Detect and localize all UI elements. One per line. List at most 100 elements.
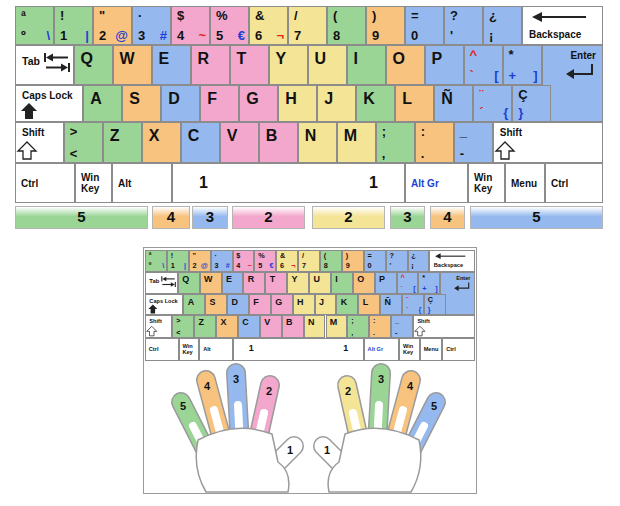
key-label: 3 (214, 262, 218, 269)
key-label: U (315, 50, 327, 68)
key-label: ( (333, 9, 337, 22)
key-label: Tab (149, 278, 159, 284)
keyboard-key: Alt Gr (364, 338, 399, 360)
key-label: Win Key (474, 172, 501, 194)
key-label: @ (115, 29, 128, 42)
key-label: ^ (400, 274, 404, 281)
key-label: 9 (372, 29, 379, 42)
key-label: % (216, 9, 228, 22)
keyboard-key: Ctrl (442, 338, 475, 360)
key-label: 1 (171, 262, 175, 269)
key-label: F (253, 298, 258, 308)
keyboard-key: F (200, 85, 239, 122)
key-label: H (297, 298, 303, 308)
keyboard-key: Menu (505, 163, 545, 203)
keyboard-key: W (200, 272, 222, 294)
key-label: \ (162, 262, 164, 269)
key-label: Alt (118, 178, 131, 189)
key-label: . (421, 147, 425, 160)
key-label: ) (346, 252, 348, 259)
keyboard-key: F (249, 294, 271, 315)
key-label: Shift (149, 318, 161, 324)
keyboard-key: M (337, 122, 376, 163)
key-label: ¡ (489, 29, 493, 42)
key-label: º (149, 262, 152, 269)
key-label: [ (494, 69, 498, 82)
keyboard-key: Y (269, 45, 308, 85)
callout-number: 4 (407, 380, 413, 392)
keyboard-key: ·3# (211, 250, 233, 272)
key-label: ª (21, 9, 26, 22)
keyboard-key: Y (287, 272, 309, 294)
callout-number: 5 (431, 400, 437, 412)
keyboard-key: :. (369, 315, 391, 338)
key-label: Tab (22, 56, 40, 68)
key-label: F (207, 90, 217, 108)
keyboard-key: !1| (167, 250, 189, 272)
key-label: G (275, 298, 282, 308)
key-label: 2 (193, 262, 197, 269)
keyboard-key: O (353, 272, 375, 294)
key-label: > (70, 125, 78, 138)
key-label: R (198, 50, 210, 68)
key-label: Ñ (441, 90, 453, 108)
keyboard-key: U (309, 272, 331, 294)
key-label: Ç (518, 88, 527, 101)
keyboard-key: B (259, 122, 298, 163)
key-label: . (373, 329, 375, 336)
key-label: M (344, 127, 357, 145)
key-label: ¨ (406, 296, 408, 303)
key-label: 0 (411, 29, 418, 42)
key-label: { (503, 106, 508, 119)
key-label: & (280, 252, 285, 259)
callout-anchor: 4 (204, 380, 210, 392)
key-label: L (402, 90, 412, 108)
callout-anchor: 5 (180, 400, 186, 412)
callout-number: 2 (345, 385, 351, 397)
key-label: ^ (470, 48, 478, 61)
keyboard-key: :. (415, 122, 454, 163)
keyboard-key: Ctrl (145, 338, 179, 360)
key-label: > (176, 317, 180, 324)
keyboard-key: !1| (54, 6, 93, 45)
callout-anchor: 1 (324, 444, 330, 456)
keyboard-key: $4~ (171, 6, 210, 45)
callout-anchor: 2 (345, 385, 351, 397)
callout-anchor: 3 (378, 373, 384, 385)
picture-frame (144, 248, 477, 494)
key-label: 5 (258, 262, 262, 269)
key-label: Z (110, 127, 120, 145)
key-label: S (210, 298, 216, 308)
key-label: } (518, 106, 523, 119)
callout-anchor: 2 (266, 385, 272, 397)
keyboard-key: Win Key (399, 338, 420, 360)
key-label: : (421, 125, 425, 138)
keyboard-key: =0 (364, 250, 386, 272)
key-label: ¬ (276, 29, 284, 42)
key-label: 2 (99, 29, 106, 42)
key-label: I (354, 50, 358, 68)
key-label: - (460, 147, 464, 160)
key-label: 1 (343, 344, 348, 354)
key-label: I (335, 275, 338, 285)
key-label: S (129, 90, 140, 108)
key-label: , (351, 329, 353, 336)
key-label: D (231, 298, 237, 308)
key-label: B (286, 318, 292, 328)
key-label: Q (81, 50, 93, 68)
key-label: ´ (406, 306, 408, 313)
key-label: 1 (249, 344, 254, 354)
keyboard-key: D (227, 294, 249, 315)
keyboard-key: Ç} (424, 294, 446, 315)
key-label: P (432, 50, 443, 68)
key-label: ¬ (291, 262, 295, 269)
keyboard-key: U (308, 45, 347, 85)
keyboard-key: H (278, 85, 317, 122)
key-label: 6 (280, 262, 284, 269)
key-label: E (159, 50, 170, 68)
keyboard-key: R (243, 272, 265, 294)
keyboard-key: R (191, 45, 230, 85)
keyboard-key: X (216, 315, 238, 338)
key-label: + (509, 69, 517, 82)
